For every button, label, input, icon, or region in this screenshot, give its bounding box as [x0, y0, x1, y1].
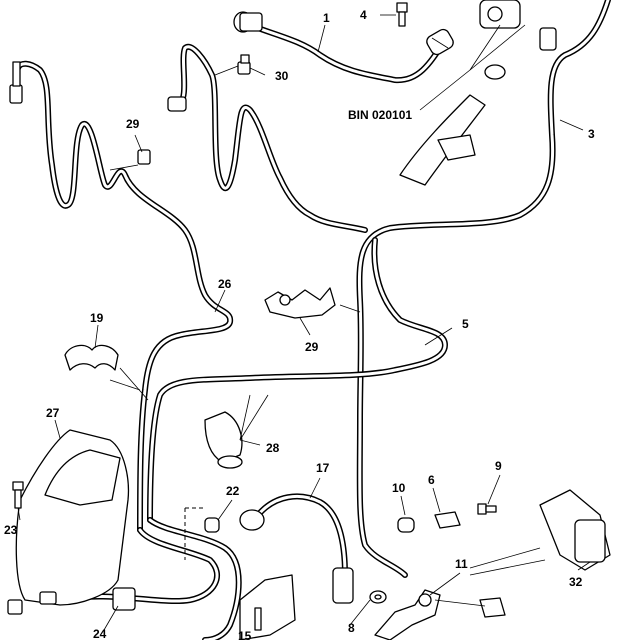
callout-32: 32: [569, 575, 583, 589]
clip-29-top: [137, 149, 151, 165]
grommet-28: [204, 411, 243, 469]
callout-labels: 1 3 4 5 6 8 9 10 11 15 17 19 22 23 24 26…: [4, 8, 595, 640]
bracket-24: [112, 587, 136, 611]
callout-15: 15: [238, 629, 252, 640]
mounting-bracket: [239, 574, 296, 640]
leader-lines: [17, 14, 591, 631]
pipe-30: [175, 43, 368, 233]
callout-24: 24: [93, 627, 107, 640]
callout-10: 10: [392, 481, 406, 495]
valve-assembly: [479, 0, 557, 51]
callout-6: 6: [428, 473, 435, 487]
connector-32: [539, 489, 611, 571]
callout-23: 23: [4, 523, 18, 537]
callout-9: 9: [495, 459, 502, 473]
cap-10: [397, 517, 415, 533]
clip-bottom-right: [479, 597, 506, 618]
callout-3: 3: [588, 127, 595, 141]
callout-17: 17: [316, 461, 330, 475]
bracket-11: [374, 589, 441, 640]
grommet-22: [184, 507, 220, 560]
bolt-4: [396, 2, 408, 27]
bracket-clamp: [399, 64, 506, 186]
callout-26: 26: [218, 277, 232, 291]
hose-17-end: [239, 509, 354, 604]
callout-8: 8: [348, 621, 355, 635]
washer-8: [369, 590, 387, 604]
end-fitting-left: [9, 61, 23, 104]
clip-30: [237, 54, 251, 75]
screw-9: [477, 503, 497, 515]
callout-29-middle: 29: [305, 340, 319, 354]
callout-11: 11: [455, 557, 468, 571]
callout-4: 4: [360, 8, 367, 22]
hose-connector: [233, 11, 263, 33]
clip-29-middle: [264, 287, 336, 319]
callout-27: 27: [46, 406, 60, 420]
callout-29-top: 29: [126, 117, 140, 131]
reference-code: BIN 020101: [348, 108, 412, 122]
callout-5: 5: [462, 317, 469, 331]
clip-6: [434, 511, 461, 529]
callout-1: 1: [323, 11, 330, 25]
canister-27: [7, 429, 130, 615]
callout-22: 22: [226, 484, 240, 498]
hose-bellows: [426, 28, 454, 56]
bolt-23: [12, 481, 24, 509]
end-fitting-mid: [167, 96, 187, 112]
hose-17: [255, 493, 348, 578]
clip-19: [64, 344, 119, 371]
callout-19: 19: [90, 311, 104, 325]
callout-28: 28: [266, 441, 280, 455]
callout-30: 30: [275, 69, 289, 83]
parts-group: [7, 0, 611, 640]
